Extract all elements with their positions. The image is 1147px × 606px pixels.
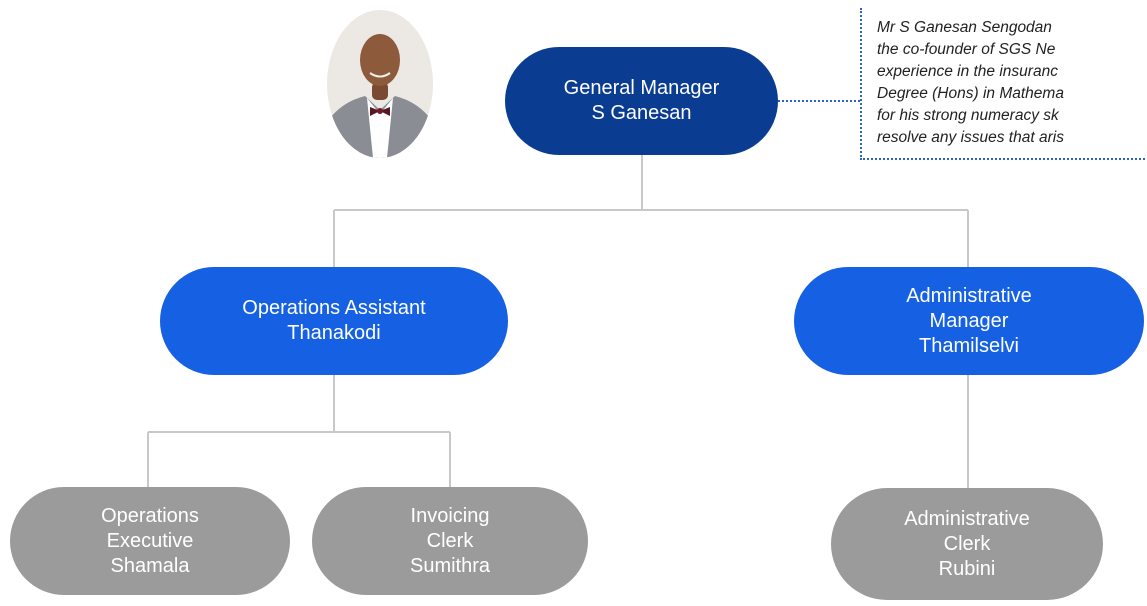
general-manager-node: General Manager S Ganesan: [505, 47, 778, 155]
node-line: Thamilselvi: [918, 334, 1020, 357]
node-line: Operations: [101, 504, 199, 527]
node-line: Rubini: [938, 557, 996, 580]
operations-assistant-node: Operations Assistant Thanakodi: [160, 267, 508, 375]
operations-executive-node: Operations Executive Shamala: [10, 487, 290, 595]
node-line: Operations Assistant: [242, 297, 426, 319]
node-line: S Ganesan: [591, 102, 692, 124]
node-line: Administrative: [906, 284, 1032, 307]
connector-gm-to-level2: [333, 155, 969, 267]
bio-callout: Mr S Ganesan Sengodan the co-founder of …: [860, 8, 1147, 160]
connector-ops-to-level3: [147, 375, 451, 487]
general-manager-photo: [327, 10, 433, 158]
node-line: Thanakodi: [287, 322, 381, 344]
node-line: Sumithra: [409, 554, 491, 577]
node-line: Shamala: [110, 554, 190, 577]
node-line: Clerk: [943, 532, 991, 555]
node-line: Invoicing: [410, 504, 490, 527]
administrative-manager-node: Administrative Manager Thamilselvi: [794, 267, 1144, 375]
node-line: Administrative: [904, 507, 1030, 530]
node-line: Manager: [929, 309, 1009, 332]
node-line: General Manager: [563, 77, 720, 99]
node-line: Executive: [106, 529, 194, 552]
administrative-clerk-node: Administrative Clerk Rubini: [831, 488, 1103, 600]
invoicing-clerk-node: Invoicing Clerk Sumithra: [312, 487, 588, 595]
node-line: Clerk: [426, 529, 474, 552]
callout-connector: [778, 100, 860, 102]
